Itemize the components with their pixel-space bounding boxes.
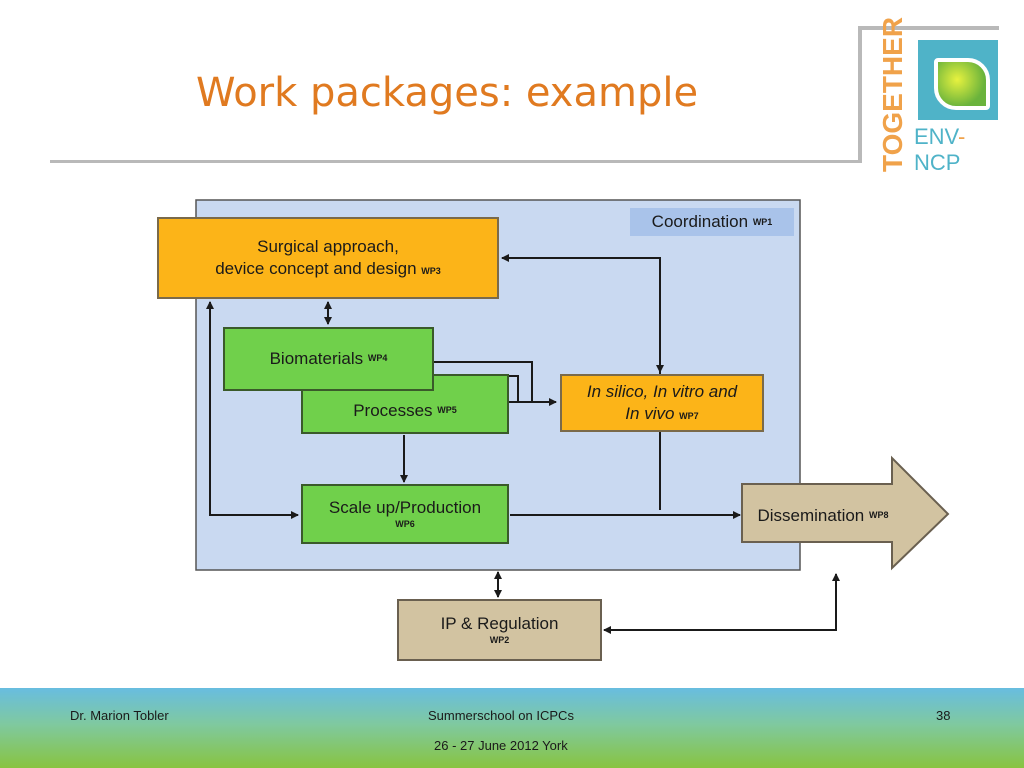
ip-label: IP & Regulation [440,614,559,634]
footer-author: Dr. Marion Tobler [70,708,169,723]
coordination-label: Coordination WP1 [630,208,794,236]
together-env-ncp-logo: TOGETHER ENV-NCP [876,16,998,175]
logo-subtext-dash: - [958,124,966,149]
dissemination-box: Dissemination WP8 [748,496,898,536]
connector-biomaterials-insilico [433,361,533,402]
dissemination-wp: WP8 [868,510,889,521]
footer-date: 26 - 27 June 2012 York [434,738,568,753]
slide-title: Work packages: example [196,70,699,116]
leaf-icon [934,58,990,110]
scaleup-label: Scale up/Production [328,498,482,518]
insilico-line2: In vivo [625,404,675,423]
biomaterials-label: Biomaterials [269,348,364,368]
dissemination-arrow-shape [741,455,950,571]
ip-wp: WP2 [489,635,510,646]
connector-surgical-scaleup [209,302,299,519]
insilico-wp: WP7 [679,411,699,421]
surgical-line2: device concept and design [215,259,417,278]
logo-square [918,40,998,120]
logo-subtext-right: NCP [914,150,961,175]
biomaterials-box: Biomaterials WP4 [223,327,434,391]
coordination-wp: WP1 [752,217,773,227]
insilico-box: In silico, In vitro and In vivo WP7 [560,374,764,432]
insilico-line1: In silico, In vitro and [586,381,738,401]
title-divider [50,160,862,163]
biomaterials-wp: WP4 [367,353,388,364]
processes-label: Processes [353,400,433,420]
footer-page-number: 38 [936,708,951,723]
surgical-wp: WP3 [421,266,441,276]
dissemination-label: Dissemination [757,505,865,525]
logo-frame-left [858,26,862,162]
coordination-text: Coordination [651,212,749,231]
logo-subtext: ENV-NCP [914,124,998,176]
footer-event: Summerschool on ICPCs [428,708,574,723]
logo-frame-top [858,26,999,30]
scaleup-wp: WP6 [395,519,415,530]
logo-subtext-left: ENV [914,124,959,149]
surgical-approach-box: Surgical approach, device concept and de… [157,217,499,299]
ip-regulation-box: IP & Regulation WP2 [397,599,602,661]
processes-wp: WP5 [437,405,457,416]
surgical-line1: Surgical approach, [257,236,399,256]
scaleup-box: Scale up/Production WP6 [301,484,509,544]
footer-bar: Dr. Marion Tobler Summerschool on ICPCs … [0,688,1024,768]
connector-ip-dissemination [603,573,840,634]
